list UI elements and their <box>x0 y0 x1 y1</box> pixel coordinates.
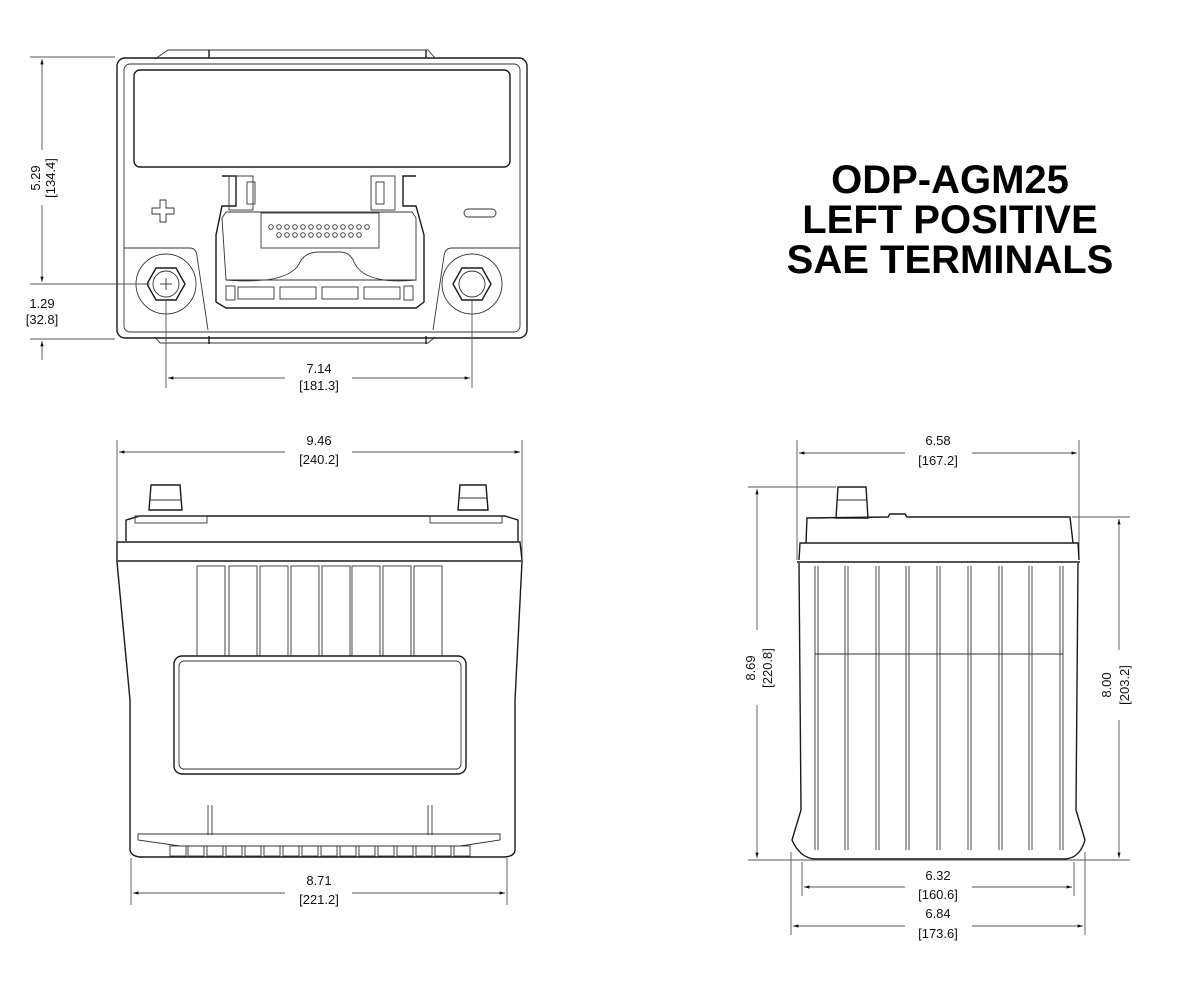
top-view: 5.29 [134.4] 1.29 [32.8] 7.14 [181.3] <box>26 49 528 393</box>
dim-front-bottom-width-in: 8.71 <box>306 873 331 888</box>
handle-latch <box>215 175 425 309</box>
drawing-title: ODP-AGM25 LEFT POSITIVE SAE TERMINALS <box>740 160 1160 280</box>
dim-side-top-width-in: 6.58 <box>925 433 950 448</box>
dim-terminal-offset-in: 1.29 <box>29 296 54 311</box>
dim-front-top-width-in: 9.46 <box>306 433 331 448</box>
dim-base-width-mm: [173.6] <box>918 926 958 941</box>
model-name: ODP-AGM25 <box>831 158 1069 202</box>
terminal-layout: LEFT POSITIVE <box>802 198 1098 242</box>
dim-base-width-in: 6.84 <box>925 906 950 921</box>
side-view: 6.58 [167.2] 8.69 [220.8] <box>743 433 1132 941</box>
negative-terminal-icon <box>441 253 503 315</box>
dim-height-mm: [134.4] <box>43 158 58 198</box>
negative-mark-icon <box>463 208 497 218</box>
dim-total-height-mm: [220.8] <box>760 648 775 688</box>
dim-total-height-in: 8.69 <box>743 655 758 680</box>
front-view: 9.46 [240.2] <box>116 433 523 907</box>
dim-front-top-width-mm: [240.2] <box>299 452 339 467</box>
dim-body-width-mm: [160.6] <box>918 887 958 902</box>
positive-mark-icon <box>151 199 175 223</box>
base-feet <box>169 845 471 857</box>
dim-case-height-mm: [203.2] <box>1117 665 1132 705</box>
dim-body-width-in: 6.32 <box>925 868 950 883</box>
terminal-type: SAE TERMINALS <box>786 238 1114 282</box>
dim-front-bottom-width-mm: [221.2] <box>299 892 339 907</box>
dim-height-in: 5.29 <box>28 165 43 190</box>
dim-side-top-width-mm: [167.2] <box>918 453 958 468</box>
vent-holes <box>268 224 370 238</box>
dim-terminal-spacing-in: 7.14 <box>306 361 331 376</box>
dim-case-height-in: 8.00 <box>1099 672 1114 697</box>
dim-terminal-spacing-mm: [181.3] <box>299 378 339 393</box>
dim-terminal-offset-mm: [32.8] <box>26 312 59 327</box>
